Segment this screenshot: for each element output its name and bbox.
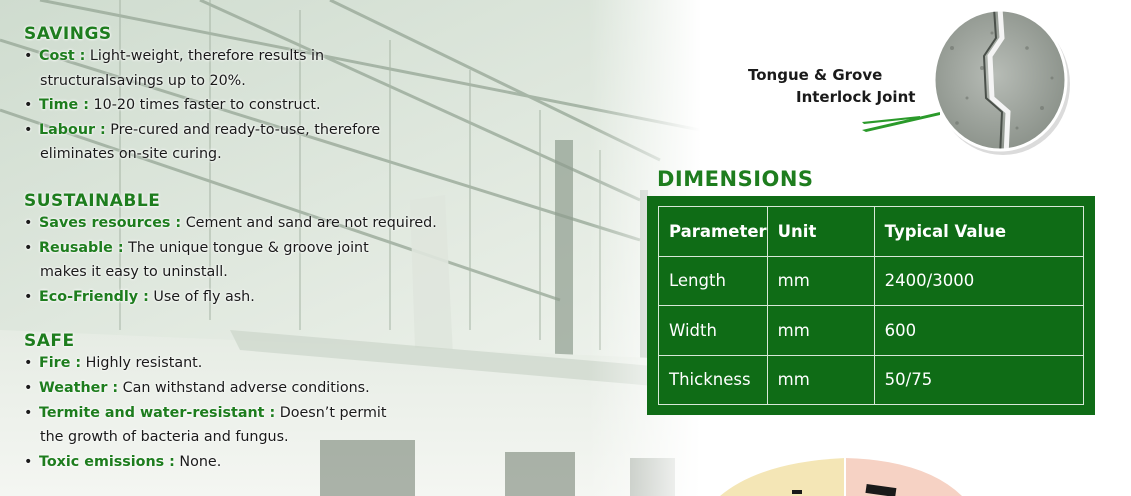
item-key: Time : [39,97,89,114]
item-text: Light-weight, therefore results in [89,48,325,64]
item-key: Toxic emissions : [39,453,175,470]
sustainable-saves-item: • Saves resources : Cement and sand are n… [24,211,544,236]
item-text: Doesn’t permit [279,404,387,421]
table-cell: 600 [873,305,1085,356]
savings-labour-item: • Labour : Pre-cured and ready-to-use, th… [24,118,544,143]
item-text: Cement and sand are not required. [185,214,437,231]
bullet-icon: • [24,48,33,64]
item-text: Use of fly ash. [153,288,255,305]
table-cell: mm [766,305,875,356]
item-key: Weather : [39,379,119,396]
table-cell: Length [658,255,768,306]
savings-time-item: • Time : 10-20 times faster to construct. [24,93,544,118]
item-key: Termite and water-resistant : [39,404,276,421]
savings-labour-item-continued: eliminates on-site curing. [40,146,222,163]
savings-cost-item-continued: structuralsavings up to 20%. [40,72,246,89]
item-key: Saves resources : [39,214,182,231]
sustainable-reusable-item: • Reusable : The unique tongue & groove j… [24,236,544,261]
table-cell: 2400/3000 [873,255,1085,306]
table-cell: Thickness [658,354,768,405]
pie-diagram-fragment [720,458,962,496]
item-text: Pre-cured and ready-to-use, therefore [110,121,381,138]
safe-weather-item: • Weather : Can withstand adverse conditi… [24,376,544,401]
item-text: The unique tongue & groove joint [128,239,369,256]
dimensions-heading: DIMENSIONS [657,167,814,191]
bullet-icon: • [24,355,33,372]
item-text: 10-20 times faster to construct. [93,97,321,114]
dimensions-table-panel: Parameter Unit Typical Value Length mm 2… [647,196,1095,415]
item-key: Reusable : [39,239,124,256]
joint-label-line1: Tongue & Grove [748,66,883,84]
table-row: Thickness mm 50/75 [658,354,1085,405]
bullet-icon: • [24,288,33,305]
bullet-icon: • [24,97,33,114]
joint-label-line2: Interlock Joint [796,88,916,106]
safe-termite-item: • Termite and water-resistant : Doesn’t p… [24,401,544,426]
savings-cost-item: • Cost : Light-weight, therefore results … [24,44,544,69]
sustainable-heading: SUSTAINABLE [24,190,161,211]
item-key: Cost : [39,48,86,64]
table-row: Length mm 2400/3000 [658,255,1085,306]
item-key: Eco-Friendly : [39,288,149,305]
bullet-icon: • [24,121,33,138]
column-header: Unit [766,206,875,257]
item-text: Highly resistant. [85,355,203,372]
bullet-icon: • [24,214,33,231]
table-cell: mm [766,255,875,306]
safe-fire-item: • Fire : Highly resistant. [24,351,544,376]
safe-toxic-item: • Toxic emissions : None. [24,450,544,475]
table-header-row: Parameter Unit Typical Value [658,206,1085,257]
bullet-icon: • [24,453,33,470]
pointer-arrow-icon [862,112,940,132]
table-cell: Width [658,305,768,356]
column-header: Parameter [658,206,768,257]
item-text: None. [179,453,222,470]
safe-heading: SAFE [24,331,75,352]
item-text: Can withstand adverse conditions. [122,379,370,396]
interlock-joint-photo [932,8,1070,155]
table-cell: 50/75 [873,354,1085,405]
item-key: Labour : [39,121,106,138]
safe-termite-item-continued: the growth of bacteria and fungus. [40,429,289,446]
item-key: Fire : [39,355,82,372]
table-cell: mm [766,354,875,405]
dimensions-table: Parameter Unit Typical Value Length mm 2… [658,206,1085,405]
bullet-icon: • [24,404,33,421]
sustainable-reusable-item-continued: makes it easy to uninstall. [40,264,228,281]
sustainable-eco-item: • Eco-Friendly : Use of fly ash. [24,285,544,310]
bullet-icon: • [24,239,33,256]
column-header: Typical Value [873,206,1085,257]
features-column: SAVINGS • Cost : Light-weight, therefore … [24,24,544,474]
joint-label: Tongue & Grove Interlock Joint [748,64,938,108]
table-row: Width mm 600 [658,305,1085,356]
savings-heading: SAVINGS [24,24,112,44]
bullet-icon: • [24,379,33,396]
